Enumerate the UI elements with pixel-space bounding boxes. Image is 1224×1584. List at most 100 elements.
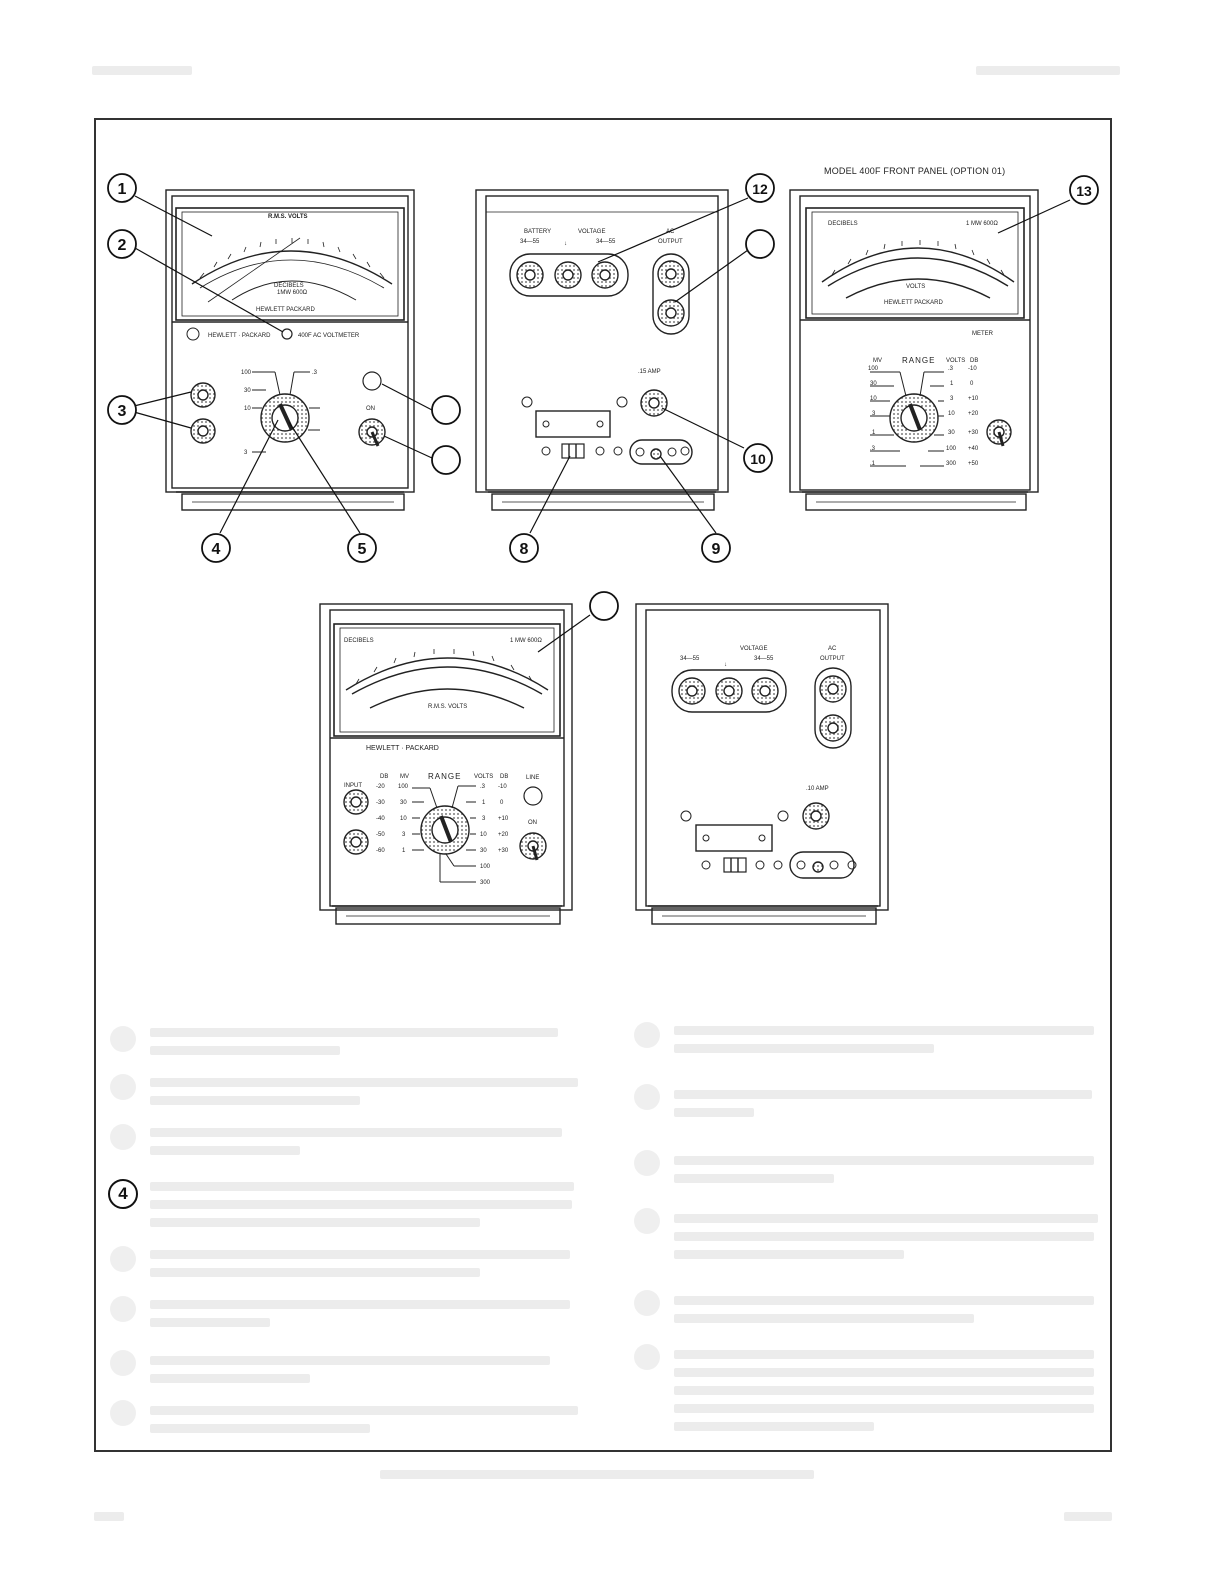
svg-text:VOLTS: VOLTS: [946, 358, 965, 364]
svg-text:+10: +10: [968, 396, 979, 402]
svg-text:HEWLETT PACKARD: HEWLETT PACKARD: [884, 300, 943, 306]
svg-text:VOLTS: VOLTS: [474, 774, 493, 780]
svg-text:-30: -30: [376, 800, 385, 806]
svg-text:34—55: 34—55: [680, 656, 700, 662]
svg-text:R.M.S. VOLTS: R.M.S. VOLTS: [268, 214, 308, 220]
svg-text:10: 10: [400, 816, 407, 822]
svg-text:3: 3: [872, 411, 876, 417]
svg-text:-40: -40: [376, 816, 385, 822]
svg-text:10: 10: [244, 406, 251, 412]
svg-text:30: 30: [244, 388, 251, 394]
svg-text:300: 300: [946, 461, 957, 467]
callout-13: [1069, 175, 1099, 205]
callout-1: [107, 173, 137, 203]
svg-text:DB: DB: [970, 358, 978, 364]
callout-number-9: 9: [712, 541, 721, 558]
svg-text:34—55: 34—55: [754, 656, 774, 662]
svg-text:+50: +50: [968, 461, 979, 467]
svg-text:VOLTAGE: VOLTAGE: [578, 229, 605, 235]
svg-text:300: 300: [480, 880, 491, 886]
rear-panel-standard: [475, 189, 729, 511]
svg-text:DECIBELS: DECIBELS: [344, 638, 374, 644]
svg-text:0: 0: [500, 800, 504, 806]
svg-text:34—55: 34—55: [520, 239, 540, 245]
svg-text:ON: ON: [366, 406, 375, 412]
svg-text:INPUT: INPUT: [344, 783, 362, 789]
svg-text:BATTERY: BATTERY: [524, 229, 551, 235]
svg-text:+30: +30: [498, 848, 509, 854]
svg-text:34—55: 34—55: [596, 239, 616, 245]
callout-blank-c: [745, 229, 775, 259]
front-panel-standard: [165, 189, 415, 511]
callout-number-1: 1: [118, 181, 127, 198]
svg-text:↓: ↓: [724, 662, 727, 668]
svg-text:-50: -50: [376, 832, 385, 838]
svg-text:30: 30: [948, 430, 955, 436]
svg-text:.3: .3: [480, 784, 486, 790]
callout-2: [107, 229, 137, 259]
svg-text:+40: +40: [968, 446, 979, 452]
front-panel-lower: [319, 603, 573, 925]
svg-text:1 MW 600Ω: 1 MW 600Ω: [966, 221, 998, 227]
svg-text:1: 1: [402, 848, 406, 854]
svg-text:-60: -60: [376, 848, 385, 854]
svg-text:-10: -10: [498, 784, 507, 790]
front-panel-option-01: [789, 189, 1039, 511]
callout-number-3: 3: [118, 403, 127, 420]
svg-text:100: 100: [946, 446, 957, 452]
svg-text:1: 1: [482, 800, 486, 806]
svg-text:MV: MV: [400, 774, 409, 780]
svg-text:1: 1: [950, 381, 954, 387]
svg-text:1 MW 600Ω: 1 MW 600Ω: [510, 638, 542, 644]
svg-text:HEWLETT · PACKARD: HEWLETT · PACKARD: [208, 333, 271, 339]
svg-text:METER: METER: [972, 331, 994, 337]
svg-text:1MW 600Ω: 1MW 600Ω: [277, 290, 308, 296]
callout-number-10: 10: [750, 451, 766, 467]
svg-text:30: 30: [400, 800, 407, 806]
svg-text:VOLTS: VOLTS: [906, 284, 925, 290]
callout-12: [745, 173, 775, 203]
svg-text:100: 100: [398, 784, 409, 790]
svg-text:-10: -10: [968, 366, 977, 372]
svg-text:-20: -20: [376, 784, 385, 790]
callout-number-13: 13: [1076, 183, 1092, 199]
callout-10: [743, 443, 773, 473]
svg-text:3: 3: [402, 832, 406, 838]
svg-text:30: 30: [870, 381, 877, 387]
callout-number-12: 12: [752, 181, 768, 197]
callout-4: [201, 533, 231, 563]
callout-blank-a: [431, 395, 461, 425]
svg-text:.3: .3: [312, 370, 318, 376]
svg-text:RANGE: RANGE: [428, 772, 461, 781]
svg-text:+30: +30: [968, 430, 979, 436]
svg-text:.3: .3: [870, 446, 876, 452]
svg-text:MV: MV: [873, 358, 882, 364]
svg-text:.10 AMP: .10 AMP: [806, 786, 829, 792]
svg-text:HEWLETT · PACKARD: HEWLETT · PACKARD: [366, 745, 439, 752]
svg-text:DECIBELS: DECIBELS: [828, 221, 858, 227]
page-frame: [94, 118, 1112, 1452]
svg-text:HEWLETT PACKARD: HEWLETT PACKARD: [256, 307, 315, 313]
svg-text:3: 3: [244, 450, 248, 456]
svg-text:ON: ON: [528, 820, 537, 826]
callout-blank-b: [431, 445, 461, 475]
callout-number-4: 4: [212, 541, 221, 558]
rear-panel-lower: [635, 603, 889, 925]
svg-text:OUTPUT: OUTPUT: [820, 656, 845, 662]
svg-text:+20: +20: [498, 832, 509, 838]
svg-text:↓: ↓: [564, 241, 567, 247]
svg-text:1: 1: [872, 430, 876, 436]
svg-text:100: 100: [868, 366, 879, 372]
callout-9: [701, 533, 731, 563]
svg-text:RANGE: RANGE: [902, 356, 935, 365]
svg-text:.1: .1: [870, 461, 876, 467]
svg-text:VOLTAGE: VOLTAGE: [740, 646, 767, 652]
callout-number-5: 5: [358, 541, 367, 558]
svg-text:10: 10: [480, 832, 487, 838]
callout-5: [347, 533, 377, 563]
svg-text:+10: +10: [498, 816, 509, 822]
svg-text:R.M.S. VOLTS: R.M.S. VOLTS: [428, 704, 467, 710]
callout-3: [107, 395, 137, 425]
svg-text:DECIBELS: DECIBELS: [274, 283, 304, 289]
